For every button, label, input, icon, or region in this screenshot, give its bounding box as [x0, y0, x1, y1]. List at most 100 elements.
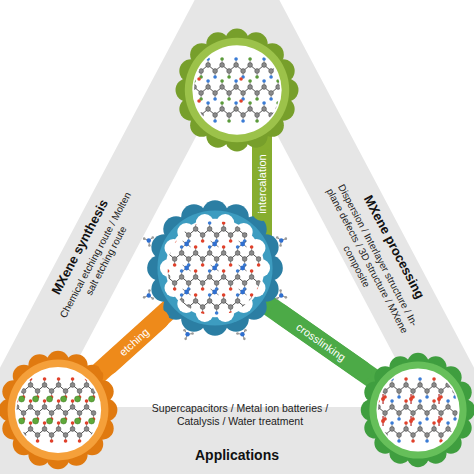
al-atom: [75, 418, 81, 424]
metal-atom: [35, 411, 40, 416]
termination-atom: [234, 57, 238, 61]
termination-atom: [227, 97, 231, 101]
termination-atom: [248, 57, 252, 61]
termination-atom: [432, 421, 436, 425]
metal-atom: [411, 411, 416, 416]
metal-atom: [200, 305, 205, 310]
termination-atom: [22, 439, 26, 443]
molecule-core: [147, 238, 151, 242]
termination-atom: [36, 439, 40, 443]
metal-atom: [221, 227, 226, 232]
termination-atom: [248, 79, 252, 83]
termination-atom: [397, 439, 401, 443]
cloud-bump: [252, 259, 270, 277]
termination-atom: [71, 399, 75, 403]
termination-atom: [206, 57, 210, 61]
termination-atom: [220, 101, 224, 105]
termination-atom: [194, 245, 198, 249]
molecule-atom: [191, 332, 194, 335]
metal-atom: [453, 389, 458, 394]
al-atom: [33, 418, 39, 424]
termination-bond: [188, 307, 189, 313]
termination-atom: [453, 417, 457, 421]
intercalant-bond: [211, 289, 219, 295]
termination-atom: [227, 119, 231, 123]
termination-bond: [167, 295, 168, 301]
termination-atom: [453, 439, 457, 443]
al-atom: [47, 418, 53, 424]
termination-atom: [194, 221, 198, 225]
termination-bond: [251, 223, 252, 229]
metal-atom: [269, 113, 274, 118]
cloud-bump: [235, 223, 253, 241]
guest-atom: [197, 77, 201, 81]
metal-atom: [193, 251, 198, 256]
intercalant-bond: [239, 265, 247, 271]
metal-atom: [404, 427, 409, 432]
termination-atom: [229, 239, 233, 243]
inner-ground: [15, 367, 101, 453]
cloud-bump: [235, 295, 253, 313]
intercalant-atom: [184, 266, 189, 271]
termination-atom: [71, 421, 75, 425]
termination-atom: [276, 79, 280, 83]
molecule-core: [279, 238, 283, 242]
metal-atom: [446, 383, 451, 388]
termination-atom: [213, 75, 217, 79]
metal-atom: [84, 383, 89, 388]
metal-atom: [376, 405, 381, 410]
termination-atom: [194, 293, 198, 297]
metal-atom: [234, 63, 239, 68]
al-atom: [47, 396, 53, 402]
termination-atom: [425, 417, 429, 421]
termination-atom: [166, 269, 170, 273]
metal-atom: [383, 433, 388, 438]
metal-atom: [249, 251, 254, 256]
metal-atom: [221, 299, 226, 304]
termination-atom: [29, 399, 33, 403]
intercalant-atom: [212, 290, 217, 295]
intercalant-bond: [211, 289, 219, 295]
termination-atom: [15, 421, 19, 425]
metal-atom: [63, 411, 68, 416]
metal-atom: [397, 389, 402, 394]
metal-atom: [77, 411, 82, 416]
al-atom: [61, 418, 67, 424]
termination-atom: [234, 101, 238, 105]
metal-atom: [206, 63, 211, 68]
termination-bond: [16, 423, 17, 429]
metal-atom: [28, 427, 33, 432]
molecule-core: [240, 332, 244, 336]
termination-bond: [167, 247, 168, 253]
metal-atom: [207, 299, 212, 304]
metal-atom: [35, 433, 40, 438]
metal-atom: [432, 427, 437, 432]
metal-atom: [214, 257, 219, 262]
cloud-bump: [160, 259, 178, 277]
metal-atom: [425, 411, 430, 416]
crosslink-atom: [409, 419, 413, 423]
al-atom: [75, 396, 81, 402]
metal-atom: [49, 433, 54, 438]
termination-atom: [92, 439, 96, 443]
metal-atom: [269, 91, 274, 96]
molecule-atom: [279, 244, 282, 247]
termination-atom: [269, 119, 273, 123]
termination-atom: [229, 311, 233, 315]
metal-atom: [262, 85, 267, 90]
termination-bond: [278, 59, 279, 65]
inner-ground: [192, 45, 281, 134]
termination-atom: [376, 399, 380, 403]
metal-atom: [193, 275, 198, 280]
metal-atom: [453, 411, 458, 416]
metal-atom: [228, 233, 233, 238]
termination-bond: [93, 435, 94, 441]
metal-atom: [21, 433, 26, 438]
termination-atom: [418, 377, 422, 381]
metal-atom: [21, 389, 26, 394]
metal-atom: [35, 389, 40, 394]
metal-atom: [49, 411, 54, 416]
metal-atom: [192, 63, 197, 68]
termination-atom: [201, 239, 205, 243]
